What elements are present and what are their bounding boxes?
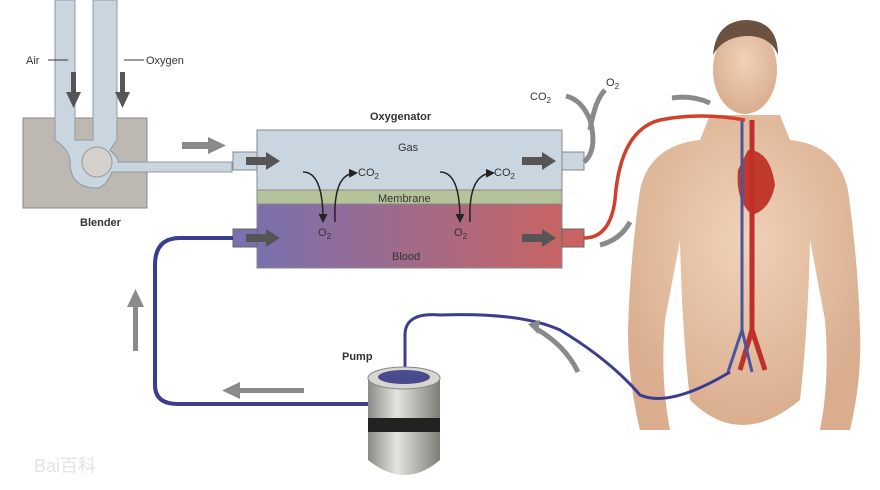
pump bbox=[367, 366, 441, 475]
o2-exhaust-label: O2 bbox=[606, 77, 620, 91]
pump-label: Pump bbox=[342, 351, 373, 363]
blender bbox=[22, 0, 233, 209]
blood-label: Blood bbox=[392, 251, 420, 263]
venous-drainage-tube bbox=[403, 313, 731, 400]
watermark-logo: Bai百科 bbox=[34, 456, 96, 476]
pump-outflow-arrow-icon bbox=[222, 382, 304, 399]
oxygenator-label: Oxygenator bbox=[370, 111, 432, 123]
return-body-arrow-icon bbox=[671, 94, 712, 106]
oxygen-label: Oxygen bbox=[146, 55, 184, 67]
o2-label-2: O2 bbox=[454, 227, 468, 241]
membrane-label: Membrane bbox=[378, 193, 431, 205]
upward-arrow-icon bbox=[127, 289, 144, 351]
heart bbox=[737, 150, 775, 215]
air-label: Air bbox=[26, 55, 40, 67]
return-arrow-icon bbox=[599, 220, 633, 248]
gas-label: Gas bbox=[398, 142, 419, 154]
co2-exhaust-label: CO2 bbox=[530, 91, 552, 105]
patient-body bbox=[628, 20, 861, 430]
drainage-arrow-icon bbox=[533, 325, 581, 374]
exchange-arrows bbox=[302, 168, 495, 223]
o2-label-1: O2 bbox=[318, 227, 332, 241]
drainage-arrowhead-icon bbox=[528, 320, 540, 334]
arterial-return-tube bbox=[583, 114, 746, 240]
co2-label-2: CO2 bbox=[494, 167, 516, 181]
oxygenator bbox=[232, 129, 585, 269]
air-arrow-icon bbox=[66, 72, 81, 108]
flow-arrows bbox=[246, 152, 556, 247]
o2-exhaust-arrow-icon bbox=[587, 88, 607, 131]
oxygen-arrow-icon bbox=[115, 72, 130, 108]
blender-label: Blender bbox=[80, 217, 122, 229]
venous-tube-to-oxygenator bbox=[153, 236, 372, 406]
gas-flow-arrow-icon bbox=[182, 137, 226, 154]
co2-label-1: CO2 bbox=[358, 167, 380, 181]
